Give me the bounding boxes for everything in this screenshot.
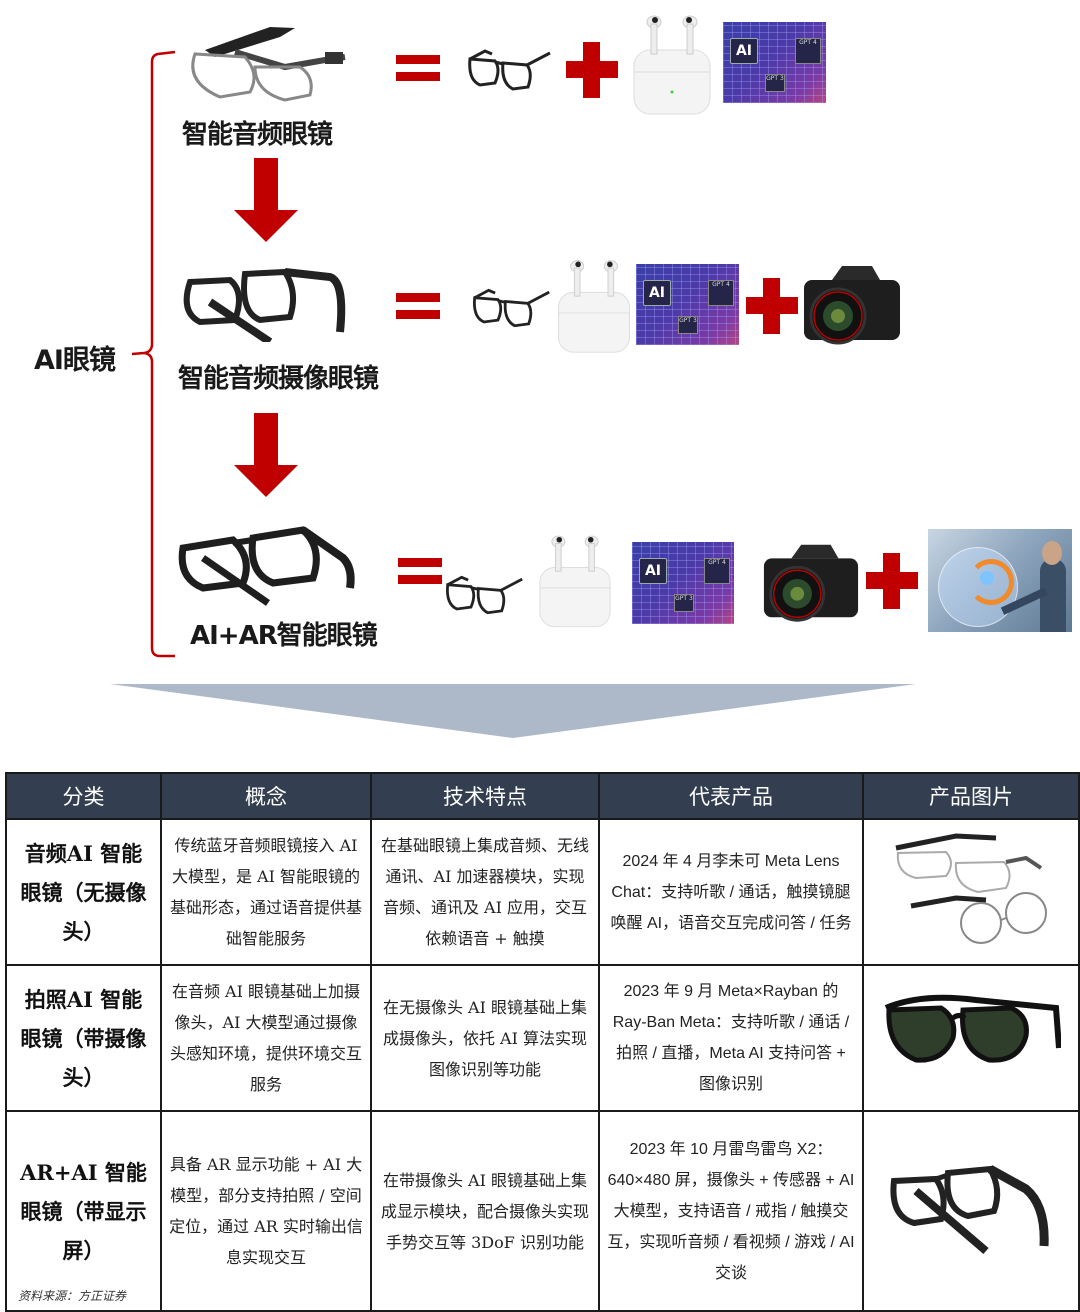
- header-product: 代表产品: [598, 772, 864, 820]
- ai-chip-icon: AI GPT 4 GPT 3: [632, 542, 734, 624]
- ar-display-scene-icon: [928, 529, 1072, 632]
- source-note: 资料来源：方正证券: [18, 1289, 127, 1303]
- cell-tech: 在带摄像头 AI 眼镜基础上集成显示模块，配合摄像头实现手势交互等 3DoF 识…: [370, 1110, 600, 1312]
- earbuds-icon: [558, 260, 630, 353]
- plus-icon: [746, 278, 798, 334]
- camera-icon: [763, 544, 859, 622]
- cell-product: 2023 年 10 月雷鸟雷鸟 X2：640×480 屏，摄像头 + 传感器 +…: [598, 1110, 864, 1312]
- cell-category: AR+AI 智能眼镜（带显示屏）: [5, 1110, 162, 1312]
- rayban-meta-sunglasses-photo: [884, 994, 1062, 1063]
- cell-product: 2024 年 4 月李未可 Meta Lens Chat：支持听歌 / 通话，触…: [598, 818, 864, 966]
- table-row: 拍照AI 智能眼镜（带摄像头） 在音频 AI 眼镜基础上加摄像头，AI 大模型通…: [5, 964, 1080, 1112]
- root-label-ai-glasses: AI眼镜: [34, 345, 116, 376]
- table-row: 音频AI 智能眼镜（无摄像头） 传统蓝牙音频眼镜接入 AI 大模型，是 AI 智…: [5, 818, 1080, 966]
- smart-audio-glasses-image: [191, 27, 346, 102]
- header-tech: 技术特点: [370, 772, 600, 820]
- cell-product: 2023 年 9 月 Meta×Rayban 的 Ray-Ban Meta：支持…: [598, 964, 864, 1112]
- ai-chip-icon: AI GPT 4 GPT 3: [636, 264, 739, 345]
- plus-icon: [866, 553, 918, 609]
- camera-icon: [804, 266, 900, 345]
- plus-icon: [566, 42, 618, 98]
- silver-audio-glasses-photo: [895, 833, 1047, 944]
- stage-title-camera: 智能音频摄像眼镜: [178, 364, 379, 394]
- camera-glasses-image: [183, 268, 346, 342]
- header-image: 产品图片: [862, 772, 1080, 820]
- equals-icon: [396, 291, 440, 321]
- earbuds-icon: [539, 535, 611, 628]
- plain-glasses-icon: [473, 288, 550, 328]
- header-concept: 概念: [160, 772, 372, 820]
- cell-tech: 在基础眼镜上集成音频、无线通讯、AI 加速器模块，实现音频、通讯及 AI 应用，…: [370, 818, 600, 966]
- cell-image: [862, 818, 1080, 966]
- down-arrow-icon: [234, 413, 298, 497]
- earbuds-icon: [633, 15, 711, 115]
- cell-image: [862, 964, 1080, 1112]
- table-header-row: 分类 概念 技术特点 代表产品 产品图片: [5, 772, 1080, 820]
- cell-category: 拍照AI 智能眼镜（带摄像头）: [5, 964, 162, 1112]
- table-row: AR+AI 智能眼镜（带显示屏） 具备 AR 显示功能 + AI 大模型，部分支…: [5, 1110, 1080, 1312]
- comparison-table: 分类 概念 技术特点 代表产品 产品图片 音频AI 智能眼镜（无摄像头） 传统蓝…: [5, 772, 1080, 1312]
- cell-concept: 在音频 AI 眼镜基础上加摄像头，AI 大模型通过摄像头感知环境，提供环境交互服…: [160, 964, 372, 1112]
- cell-category: 音频AI 智能眼镜（无摄像头）: [5, 818, 162, 966]
- stage-title-audio: 智能音频眼镜: [182, 120, 333, 150]
- chevron-down-divider: [110, 684, 916, 738]
- rayneo-x2-glasses-photo: [890, 1165, 1049, 1255]
- cell-tech: 在无摄像头 AI 眼镜基础上集成摄像头，依托 AI 算法实现图像识别等功能: [370, 964, 600, 1112]
- plain-glasses-icon: [468, 49, 551, 91]
- stage-title-ar: AI+AR智能眼镜: [190, 621, 378, 651]
- plain-glasses-icon: [446, 575, 523, 615]
- header-category: 分类: [5, 772, 162, 820]
- equals-icon: [396, 53, 440, 83]
- ai-chip-icon: AI GPT 4 GPT 3: [723, 22, 826, 103]
- curly-bracket: [131, 50, 176, 658]
- cell-image: [862, 1110, 1080, 1312]
- equals-icon: [398, 556, 442, 586]
- cell-concept: 传统蓝牙音频眼镜接入 AI 大模型，是 AI 智能眼镜的基础形态，通过语音提供基…: [160, 818, 372, 966]
- down-arrow-icon: [234, 158, 298, 242]
- ar-glasses-image: [178, 526, 355, 606]
- cell-concept: 具备 AR 显示功能 + AI 大模型，部分支持拍照 / 空间定位，通过 AR …: [160, 1110, 372, 1312]
